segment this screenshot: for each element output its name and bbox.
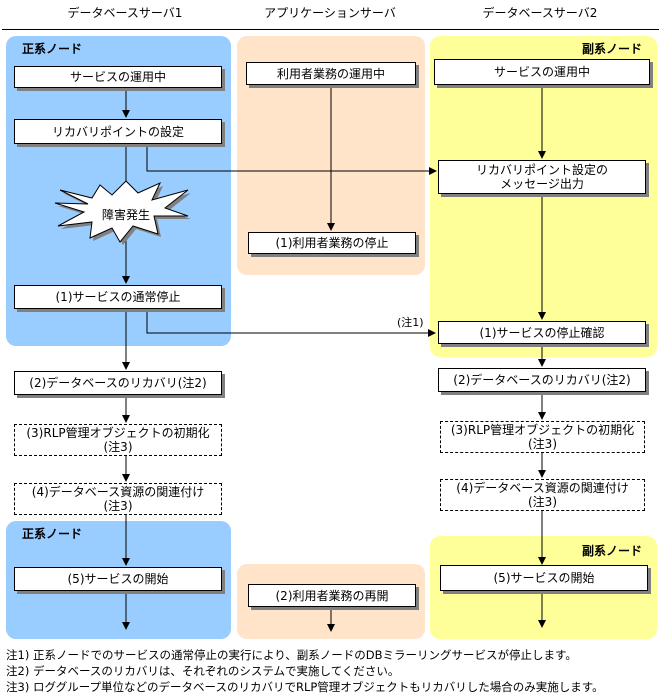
app-step1-stop-box: (1)利用者業務の停止 — [248, 232, 416, 254]
db2-message-line2: メッセージ出力 — [500, 177, 584, 191]
secondary-node-label-bottom: 副系ノード — [582, 544, 643, 558]
db2-service-running-box: サービスの運用中 — [434, 59, 650, 85]
app-running-box: 利用者業務の運用中 — [246, 62, 416, 85]
arrow-stop-to-confirm — [146, 309, 436, 337]
failure-burst-icon — [54, 180, 191, 245]
column-title-db-server-1: データベースサーバ1 — [67, 6, 183, 20]
app-step2-resume-box: (2)利用者業務の再開 — [248, 584, 416, 607]
db1-step4-line2: (注3) — [103, 499, 133, 513]
db2-step1-confirm-stop-box: (1)サービスの停止確認 — [438, 321, 646, 344]
db1-step3-line2: (注3) — [103, 440, 133, 454]
db1-step1-normal-stop-box: (1)サービスの通常停止 — [14, 285, 222, 309]
header-divider — [2, 29, 659, 30]
db2-step4-line2: (注3) — [528, 495, 557, 509]
db2-step3-rlp-init-box: (3)RLP管理オブジェクトの初期化 (注3) — [440, 421, 645, 453]
primary-node-label: 正系ノード — [22, 42, 83, 56]
db1-service-running-box: サービスの運用中 — [14, 66, 222, 88]
db1-step4-line1: (4)データベース資源の関連付け — [31, 485, 205, 499]
db1-step2-db-recovery-box: (2)データベースのリカバリ(注2) — [14, 371, 222, 395]
db2-step3-line2: (注3) — [528, 437, 557, 451]
footnote-1: 注1) 正系ノードでのサービスの通常停止の実行により、副系ノードのDBミラーリン… — [6, 648, 577, 662]
db2-message-line1: リカバリポイント設定の — [475, 163, 608, 177]
db1-step5-start-service-box: (5)サービスの開始 — [14, 567, 222, 591]
note1-annotation: (注1) — [397, 316, 424, 329]
db2-step2-db-recovery-box: (2)データベースのリカバリ(注2) — [438, 368, 646, 392]
footnotes: 注1) 正系ノードでのサービスの通常停止の実行により、副系ノードのDBミラーリン… — [6, 647, 604, 695]
db2-recovery-point-message-box: リカバリポイント設定の メッセージ出力 — [438, 160, 646, 194]
footnote-2: 注2) データベースのリカバリは、それぞれのシステムで実施してください。 — [6, 664, 400, 678]
footnote-3: 注3) ロググループ単位などのデータベースのリカバリでRLP管理オブジェクトもリ… — [6, 680, 604, 694]
db1-step3-line1: (3)RLP管理オブジェクトの初期化 — [26, 426, 210, 440]
column-title-db-server-2: データベースサーバ2 — [482, 6, 598, 20]
column-title-app-server: アプリケーションサーバ — [264, 6, 396, 20]
arrow-setpoint-to-message — [146, 144, 437, 175]
primary-node-label-bottom: 正系ノード — [22, 527, 83, 541]
db2-step5-start-service-box: (5)サービスの開始 — [440, 565, 648, 591]
db2-step3-line1: (3)RLP管理オブジェクトの初期化 — [450, 423, 635, 437]
db1-step3-rlp-init-box: (3)RLP管理オブジェクトの初期化 (注3) — [14, 424, 222, 456]
failure-label: 障害発生 — [102, 208, 151, 222]
db2-step4-line1: (4)データベース資源の関連付け — [456, 481, 629, 495]
secondary-node-lane-top — [430, 36, 657, 357]
secondary-node-label: 副系ノード — [582, 42, 643, 56]
db2-step4-associate-box: (4)データベース資源の関連付け (注3) — [440, 479, 645, 511]
db1-step4-associate-box: (4)データベース資源の関連付け (注3) — [14, 483, 222, 515]
db1-set-recovery-point-box: リカバリポイントの設定 — [14, 119, 222, 144]
